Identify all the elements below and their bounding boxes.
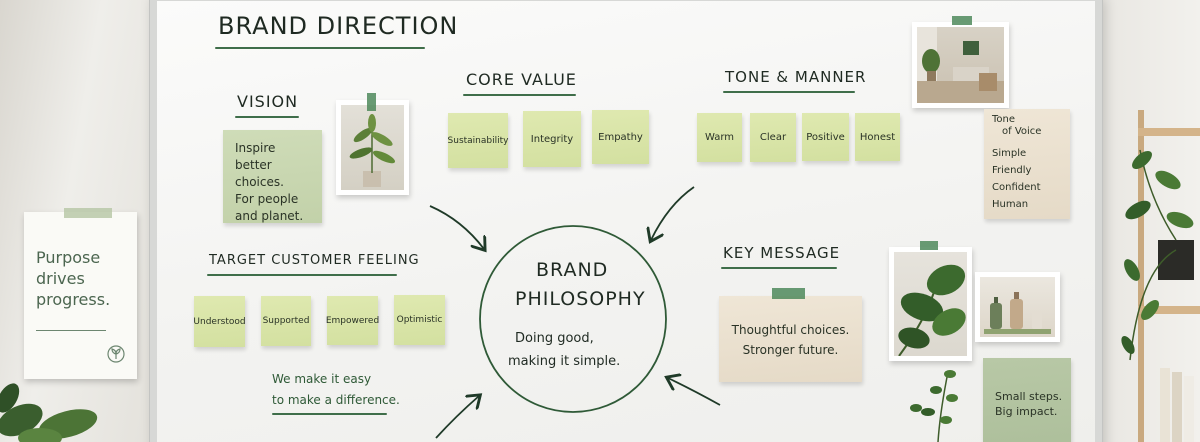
tone-of-voice-card: Tone of Voice Simple Friendly Confident … xyxy=(984,109,1070,219)
easy-line-2: to make a difference. xyxy=(272,393,400,407)
tone-of-voice-item-4: Human xyxy=(992,199,1029,210)
tone-of-voice-item-2: Friendly xyxy=(992,165,1032,176)
small-steps-line-2: Big impact. xyxy=(995,405,1058,418)
core-value-note-integrity: Integrity xyxy=(523,111,581,167)
vision-line-2: better choices. xyxy=(235,158,284,189)
leaf-icon xyxy=(107,345,125,363)
tone-of-voice-title-2: of Voice xyxy=(1002,126,1042,137)
vine-plant xyxy=(910,370,958,442)
core-value-heading: Core Value xyxy=(466,70,577,89)
board-title-underline xyxy=(215,47,425,49)
feeling-note-understood: Understood xyxy=(193,296,246,347)
key-message-tape xyxy=(772,288,805,299)
core-value-underline xyxy=(463,94,576,96)
core-value-note-empathy: Empathy xyxy=(592,110,649,164)
vision-line-1: Inspire xyxy=(235,141,276,155)
plant-photo-tape xyxy=(367,93,376,111)
monstera-photo xyxy=(889,247,972,361)
tone-manner-heading: Tone & Manner xyxy=(725,68,867,86)
poster-line-1: Purpose xyxy=(36,248,101,267)
small-steps-card: Small steps. Big impact. xyxy=(983,358,1071,442)
left-plant xyxy=(0,383,98,442)
key-message-underline xyxy=(721,267,837,269)
tone-note-clear: Clear xyxy=(750,113,796,162)
tone-note-warm: Warm xyxy=(697,113,742,162)
target-feeling-underline xyxy=(207,274,397,276)
monstera-photo-tape xyxy=(920,241,938,250)
shelf-frame xyxy=(1138,110,1200,442)
vision-underline xyxy=(235,116,299,118)
bottles-photo xyxy=(975,272,1060,342)
philosophy-body-2: making it simple. xyxy=(508,354,621,369)
poster: Purpose drives progress. xyxy=(24,208,137,379)
interior-photo-tape xyxy=(952,16,972,25)
tone-of-voice-item-1: Simple xyxy=(992,148,1027,159)
core-value-note-sustainability: Sustainability xyxy=(448,113,508,168)
shelf-plant xyxy=(1121,149,1194,361)
board-title: Brand Direction xyxy=(218,12,459,40)
philosophy-title-2: Philosophy xyxy=(515,288,646,310)
easy-underline xyxy=(272,413,387,415)
easy-line-1: We make it easy xyxy=(272,372,372,386)
vision-line-4: and planet. xyxy=(235,209,304,223)
tone-note-honest: Honest xyxy=(855,113,900,161)
philosophy-title-1: Brand xyxy=(536,259,609,281)
philosophy-body-1: Doing good, xyxy=(515,331,594,346)
key-message-heading: Key Message xyxy=(723,244,841,262)
poster-line-3: progress. xyxy=(36,290,111,309)
poster-divider xyxy=(36,330,106,331)
poster-tape xyxy=(64,208,112,218)
vision-note: Inspire better choices. For people and p… xyxy=(223,130,322,223)
key-message-line-1: Thoughtful choices. xyxy=(731,323,850,337)
tone-of-voice-title-1: Tone xyxy=(992,114,1016,125)
key-message-line-2: Stronger future. xyxy=(742,343,839,357)
key-message-note: Thoughtful choices. Stronger future. xyxy=(719,296,862,382)
tone-note-positive: Positive xyxy=(802,113,849,161)
tone-of-voice-item-3: Confident xyxy=(992,182,1041,193)
vision-line-3: For people xyxy=(235,192,299,206)
poster-line-2: drives xyxy=(36,269,85,288)
feeling-note-empowered: Empowered xyxy=(326,296,379,345)
feeling-note-supported: Supported xyxy=(261,296,311,346)
plant-photo xyxy=(336,100,409,195)
small-steps-line-1: Small steps. xyxy=(995,390,1063,403)
interior-photo xyxy=(912,22,1009,108)
tone-manner-underline xyxy=(723,91,855,93)
feeling-note-optimistic: Optimistic xyxy=(394,295,445,345)
target-feeling-heading: Target Customer Feeling xyxy=(209,253,420,268)
vision-heading: Vision xyxy=(237,92,299,111)
